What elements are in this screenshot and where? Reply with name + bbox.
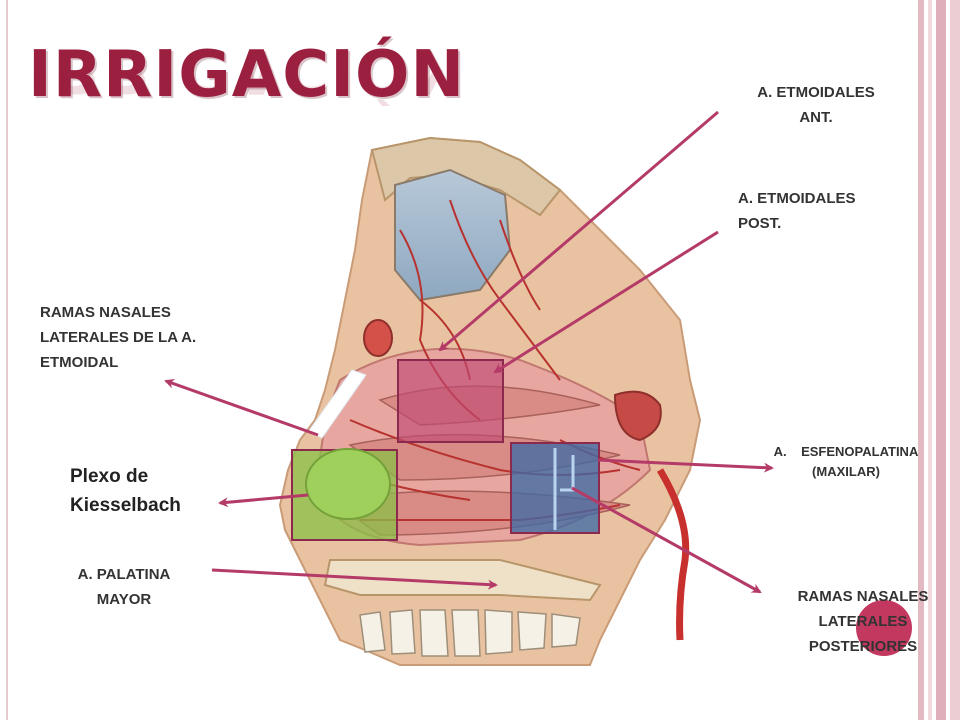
label-line: LATERALES DE LA A. [40, 329, 197, 346]
label-plexo-kiesselbach: Plexo de Kiesselbach [70, 462, 181, 520]
arrow-ramas-nasales-etmoidal [164, 378, 319, 437]
kiesselbach-plexus-circle [305, 448, 391, 520]
sphenoid-sinus [613, 390, 662, 442]
label-line: Kiesselbach [70, 495, 181, 516]
right-border-stripe [918, 0, 924, 720]
arrow-ramas-posteriores [571, 486, 762, 594]
label-line: A. ESFENOPALATINA [773, 444, 919, 459]
label-line: POST. [738, 215, 782, 232]
left-border-rule [6, 0, 8, 720]
label-palatina-mayor: A. PALATINA MAYOR [56, 562, 192, 612]
carotid-artery [656, 468, 690, 641]
label-line: RAMAS NASALES [40, 304, 171, 321]
arrow-etmoidales-post [493, 230, 719, 374]
right-border-stripe [928, 0, 932, 720]
label-line: POSTERIORES [808, 638, 918, 655]
nasal-bone-marker [307, 369, 367, 439]
label-esfenopalatina: A. ESFENOPALATINA (MAXILAR) [756, 442, 936, 482]
label-line: RAMAS NASALES [797, 588, 929, 605]
frontal-sinus [394, 168, 512, 302]
label-ramas-nasales-posteriores: RAMAS NASALES LATERALES POSTERIORES [782, 584, 944, 659]
arrow-esfenopalatina [597, 458, 774, 473]
accent-circle [856, 600, 912, 656]
label-line: MAYOR [96, 591, 152, 608]
label-line: ETMOIDAL [40, 354, 119, 371]
label-ramas-nasales-etmoidal: RAMAS NASALES LATERALES DE LA A. ETMOIDA… [40, 300, 196, 375]
arrow-plexo [218, 493, 309, 508]
label-line: A. ETMOIDALES [738, 190, 856, 207]
orbital-vessel [363, 319, 393, 357]
label-etmoidales-ant: A. ETMOIDALES ANT. [736, 80, 896, 130]
slide-title: IRRIGACIÓN [28, 38, 465, 112]
right-border-stripe [936, 0, 946, 720]
right-border-stripe [950, 0, 960, 720]
pointer-arrows [164, 110, 774, 594]
label-etmoidales-post: A. ETMOIDALES POST. [738, 186, 856, 236]
highlight-box-etmoidal [397, 359, 504, 443]
label-line: Plexo de [70, 466, 149, 487]
label-line: A. PALATINA [77, 566, 171, 583]
label-line: A. ETMOIDALES [757, 84, 875, 101]
arrow-palatina-mayor [211, 568, 498, 590]
label-line: LATERALES [818, 613, 908, 630]
teeth [359, 609, 581, 657]
arrow-etmoidales-ant [438, 110, 719, 352]
label-line: (MAXILAR) [812, 464, 880, 479]
hard-palate [323, 559, 602, 602]
label-line: ANT. [799, 109, 833, 126]
